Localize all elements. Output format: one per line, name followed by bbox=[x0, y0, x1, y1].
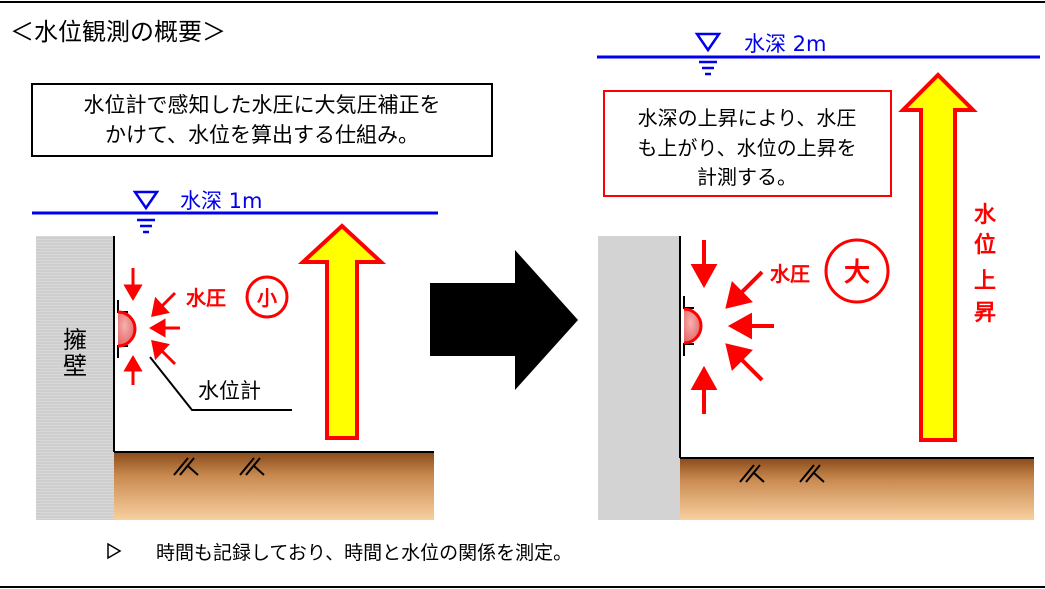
gauge-label: 水位計 bbox=[198, 379, 261, 403]
retaining-wall bbox=[36, 236, 114, 520]
right-ground-hatch-symbol bbox=[739, 464, 825, 483]
left-water-depth-label: 水深 1m bbox=[180, 189, 263, 213]
gauge-leader-line bbox=[149, 356, 292, 411]
left-water-level-icon bbox=[132, 190, 160, 234]
transition-arrow bbox=[430, 250, 578, 390]
left-water-gauge bbox=[117, 300, 137, 358]
right-soil bbox=[680, 458, 1034, 520]
rise-label-char-4: 昇 bbox=[974, 301, 996, 326]
note-bullet-icon bbox=[107, 542, 122, 560]
right-water-gauge bbox=[683, 296, 703, 356]
left-pressure-size: 小 bbox=[257, 286, 277, 310]
left-soil bbox=[114, 452, 434, 520]
right-pressure-label: 水圧 bbox=[770, 262, 810, 286]
left-pressure-size-circle bbox=[245, 275, 289, 319]
right-explanation-box bbox=[603, 90, 892, 197]
right-water-level-icon bbox=[694, 32, 722, 76]
left-ground-hatch-symbol bbox=[173, 457, 265, 476]
right-scene: 水深 2m 水深の上昇により、水圧 も上がり、水位の上昇を 計測する。 bbox=[597, 32, 1040, 520]
right-pressure-size: 大 bbox=[844, 258, 870, 288]
left-explanation-line-2: かけて、水位を算出する仕組み。 bbox=[105, 123, 419, 147]
left-scene: 水位計で感知した水圧に大気圧補正を かけて、水位を算出する仕組み。 水深 1m … bbox=[31, 83, 493, 520]
left-upward-arrow bbox=[297, 223, 387, 440]
bottom-note: 時間も記録しており、時間と水位の関係を測定。 bbox=[156, 542, 572, 564]
right-pressure-size-circle bbox=[824, 238, 890, 304]
left-pressure-label: 水圧 bbox=[186, 286, 226, 310]
right-explanation-line-2: も上がり、水位の上昇を bbox=[637, 136, 856, 160]
right-water-depth-label: 水深 2m bbox=[744, 32, 827, 56]
left-explanation-line-1: 水位計で感知した水圧に大気圧補正を bbox=[84, 93, 441, 117]
rise-label-char-2: 位 bbox=[974, 232, 996, 258]
rise-label-char-3: 上 bbox=[974, 269, 996, 294]
rise-label-char-1: 水 bbox=[974, 203, 997, 228]
right-upward-arrow bbox=[898, 72, 978, 442]
diagram-title: ＜水位観測の概要＞ bbox=[10, 18, 226, 46]
wall-label-char-1: 擁 bbox=[63, 326, 87, 354]
right-retaining-wall bbox=[598, 236, 680, 520]
left-pressure-arrows bbox=[123, 268, 180, 385]
wall-label-char-2: 壁 bbox=[63, 352, 87, 380]
left-explanation-box bbox=[31, 83, 493, 157]
right-pressure-arrows bbox=[690, 240, 774, 414]
right-explanation-line-3: 計測する。 bbox=[697, 165, 797, 189]
right-explanation-line-1: 水深の上昇により、水圧 bbox=[638, 106, 857, 130]
